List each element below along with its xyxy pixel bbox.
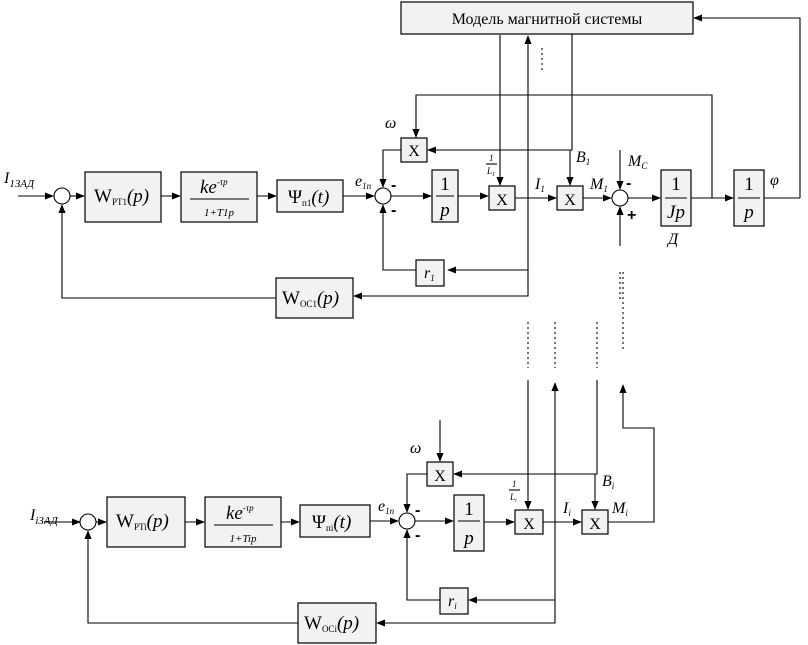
top-input-label: I (3, 170, 10, 187)
model-label: Модель магнитной системы (452, 11, 643, 28)
top-woc-block (275, 277, 354, 319)
svg-text:r1: r1 (424, 265, 435, 283)
svg-text:1: 1 (512, 479, 517, 489)
top-delay-block (180, 171, 258, 223)
svg-text:X: X (589, 516, 601, 533)
svg-text:B1: B1 (576, 149, 590, 167)
svg-text:1+T1p: 1+T1p (204, 207, 235, 219)
top-torque-summer (611, 189, 629, 207)
svg-text:Bi: Bi (602, 473, 615, 491)
svg-text:-: - (415, 502, 420, 519)
svg-text:X: X (564, 192, 576, 209)
top-resistance-block (415, 259, 445, 287)
svg-text:e1п: e1п (378, 498, 395, 516)
svg-text:L1: L1 (486, 166, 495, 178)
top-input-sub: 1ЗАД (9, 178, 35, 190)
bottom-emf-summer (398, 512, 416, 530)
top-emf-summer (374, 187, 392, 205)
svg-text:1: 1 (744, 174, 754, 195)
svg-text:WOC1(p): WOC1(p) (282, 288, 339, 309)
svg-text:Ψп1(t): Ψп1(t) (288, 187, 329, 208)
bottom-wpt-block (106, 496, 186, 548)
bottom-integrator (453, 494, 485, 552)
svg-text:p: p (462, 528, 474, 549)
bottom-psi-block (299, 504, 371, 538)
svg-text:Ii: Ii (562, 500, 571, 518)
svg-text:I1ЗАД: I1ЗАД (3, 170, 35, 190)
svg-text:1: 1 (671, 174, 681, 195)
svg-text:WOCi(p): WOCi(p) (304, 613, 359, 634)
svg-text:-: - (626, 175, 631, 192)
top-channel: I1ЗАД WPT1(p) ke-τp 1+T1p Ψп1(t) e1п - (3, 14, 801, 319)
svg-text:+: + (627, 207, 636, 224)
bottom-channel: IiЗАД WPTi(p) ke-τp 1+Tip Ψпi(t) e1п - - (29, 380, 655, 644)
svg-text:1: 1 (489, 153, 494, 163)
channel-links (527, 272, 624, 368)
svg-text:WPTi(p): WPTi(p) (116, 511, 169, 532)
bottom-flux-multiplier (581, 509, 609, 535)
top-inductance-multiplier (488, 185, 516, 211)
svg-text:Д: Д (666, 231, 679, 248)
svg-text:ri: ri (448, 593, 457, 611)
svg-text:ke-τp: ke-τp (226, 503, 254, 524)
svg-text:I1: I1 (534, 176, 545, 194)
bottom-input-summer (79, 513, 97, 531)
svg-text:Jp: Jp (667, 202, 685, 223)
svg-text:-: - (391, 202, 396, 219)
phi-label: φ (770, 172, 779, 189)
svg-text:MC: MC (627, 153, 648, 171)
top-psi-block (276, 179, 344, 213)
svg-text:1: 1 (440, 174, 450, 195)
svg-text:Ψпi(t): Ψпi(t) (312, 512, 351, 533)
bottom-input-label: I (29, 507, 36, 524)
bottom-input-sub: iЗАД (35, 515, 58, 527)
svg-text:M1: M1 (589, 176, 608, 194)
svg-text:IiЗАД: IiЗАД (29, 507, 59, 527)
svg-text:e1п: e1п (355, 173, 372, 191)
bottom-resistance-block (439, 587, 469, 615)
top-input-summer (53, 187, 71, 205)
bottom-omega-label: ω (410, 440, 421, 457)
svg-text:X: X (496, 192, 508, 209)
svg-text:WPT1(p): WPT1(p) (94, 186, 149, 207)
bottom-woc-block (297, 602, 377, 644)
bottom-omega-multiplier (426, 461, 454, 487)
svg-text:ke-τp: ke-τp (200, 177, 228, 198)
svg-text:Mi: Mi (611, 500, 628, 518)
svg-text:X: X (408, 143, 420, 160)
svg-text:p: p (438, 200, 450, 221)
svg-text:-: - (391, 177, 396, 194)
magnetic-system-model: Модель магнитной системы (400, 1, 694, 35)
bottom-inductance-multiplier (514, 509, 544, 535)
top-omega-label: ω (385, 115, 396, 132)
top-flux-multiplier (556, 185, 584, 211)
svg-text:1: 1 (464, 499, 474, 520)
svg-text:-: - (415, 527, 420, 544)
svg-text:p: p (742, 202, 754, 223)
svg-text:Li: Li (509, 492, 517, 504)
svg-text:1+Tip: 1+Tip (230, 533, 257, 545)
svg-text:X: X (434, 468, 446, 485)
top-wpt-block (84, 171, 162, 223)
svg-text:X: X (523, 516, 535, 533)
